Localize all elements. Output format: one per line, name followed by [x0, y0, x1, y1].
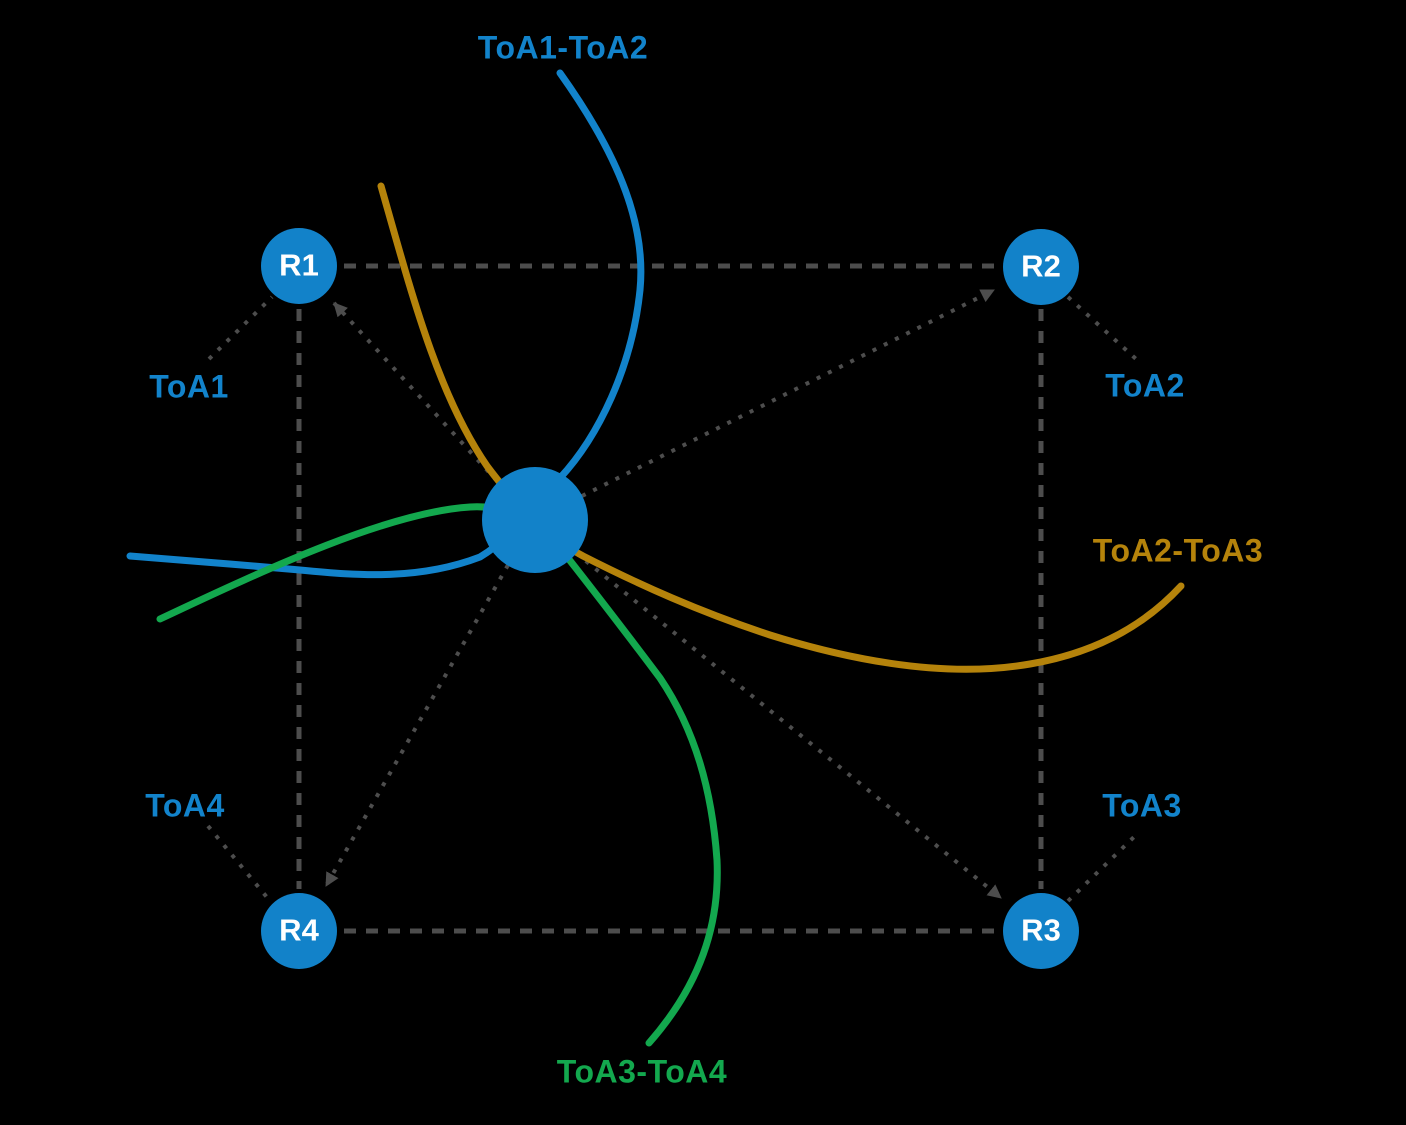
r2-node-label: R2: [1021, 248, 1061, 284]
connector-r2-toa2: [1066, 295, 1138, 361]
toa2-toa3-hyperbola: [377, 182, 1185, 673]
connector-toa1-r1: [207, 295, 274, 361]
r1-node-circle: [261, 228, 337, 304]
label-connectors: [206, 295, 1139, 903]
r4-node-circle: [261, 893, 337, 969]
receiver-grid-dashed-edges: [296, 263, 1044, 934]
r4-node-label: R4: [279, 912, 319, 948]
r3-node-label: R3: [1021, 912, 1061, 948]
arrow-tag-r2: [581, 288, 995, 498]
arrow-tag-r4: [324, 564, 510, 887]
arrow-tag-r1: [332, 301, 499, 483]
nodes: [261, 228, 1079, 969]
toa1-toa2-curve-label: ToA1-ToA2: [477, 29, 649, 66]
toa3-label: ToA3: [1102, 787, 1182, 824]
toa4-label: ToA4: [145, 787, 225, 824]
arrow-tag-r3: [574, 551, 1003, 900]
toa3-toa4-hyperbola: [156, 503, 721, 1047]
toa1-label: ToA1: [149, 368, 229, 405]
r2-node-circle: [1003, 229, 1079, 305]
connector-r3-toa3: [1066, 832, 1139, 903]
r3-node-circle: [1003, 893, 1079, 969]
toa2-toa3-curve-label: ToA2-ToA3: [1092, 532, 1264, 569]
connector-toa4-r4: [206, 824, 272, 903]
toa2-label: ToA2: [1105, 367, 1185, 404]
tag-node-circle: [482, 467, 588, 573]
toa3-toa4-curve-label: ToA3-ToA4: [556, 1053, 728, 1090]
tag-to-receiver-arrows: [324, 288, 1003, 900]
r1-node-label: R1: [279, 247, 319, 283]
